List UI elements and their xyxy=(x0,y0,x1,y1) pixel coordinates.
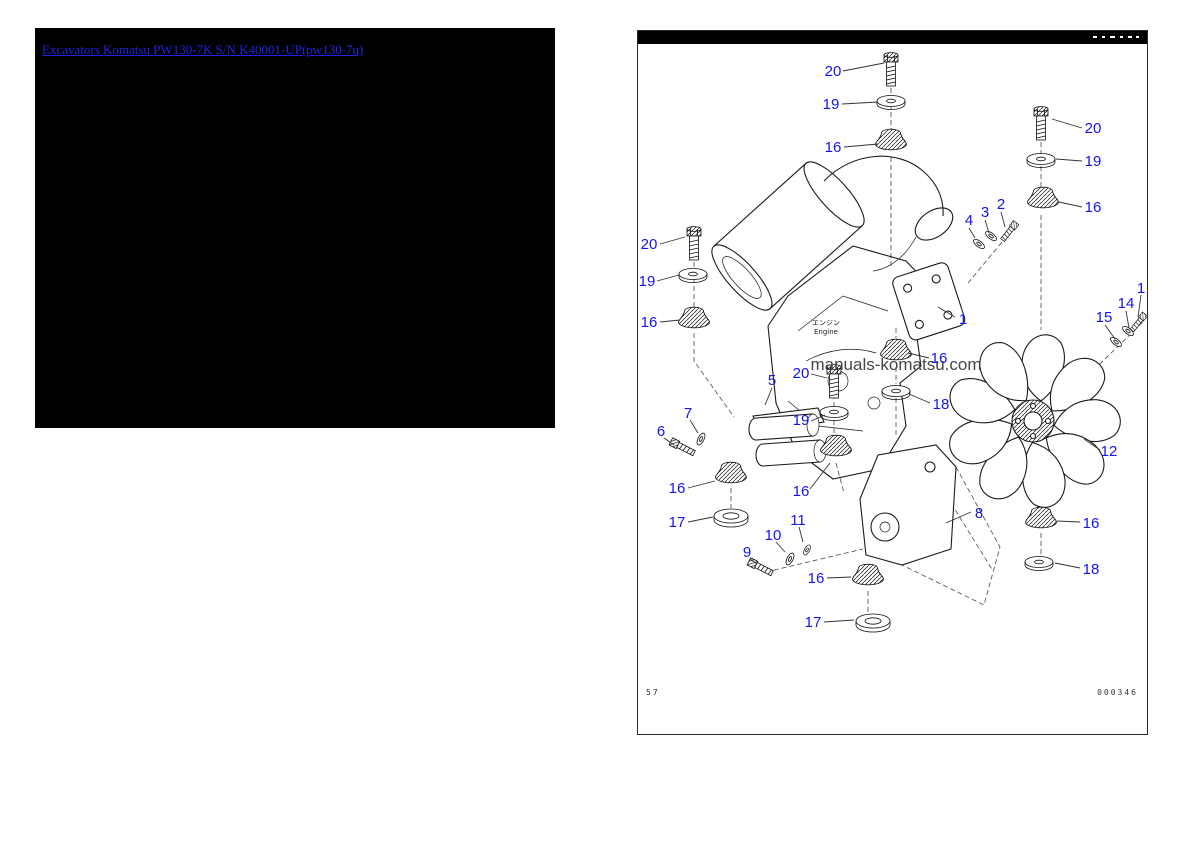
callout-16[interactable]: 16 xyxy=(825,139,842,156)
washer-part7 xyxy=(694,431,708,447)
callout-10[interactable]: 10 xyxy=(765,527,782,544)
callout-19[interactable]: 19 xyxy=(823,96,840,113)
parts-diagram-panel: エンジン Engine manuals-komatsu.com xyxy=(637,30,1148,735)
bolt-part6 xyxy=(668,437,697,458)
callout-6[interactable]: 6 xyxy=(657,423,665,440)
callout-18[interactable]: 18 xyxy=(933,396,950,413)
engine-label-en: Engine xyxy=(814,328,838,336)
washer-part3 xyxy=(983,229,999,243)
callout-18[interactable]: 18 xyxy=(1083,561,1100,578)
diagram-header-bar xyxy=(638,31,1147,44)
callout-1[interactable]: 1 xyxy=(959,311,967,328)
callout-20[interactable]: 20 xyxy=(825,63,842,80)
callout-14[interactable]: 14 xyxy=(1118,295,1135,312)
callout-16[interactable]: 16 xyxy=(1085,199,1102,216)
bolt-part2 xyxy=(999,220,1020,243)
mount-plate-part1 xyxy=(892,262,966,341)
washer-part4 xyxy=(971,237,987,251)
drawing-number: 000346 xyxy=(1097,688,1138,697)
callout-20[interactable]: 20 xyxy=(793,365,810,382)
bracket-part5 xyxy=(748,407,827,467)
callout-16[interactable]: 16 xyxy=(1083,515,1100,532)
callout-19[interactable]: 19 xyxy=(639,273,656,290)
callout-16[interactable]: 16 xyxy=(931,350,948,367)
callout-20[interactable]: 20 xyxy=(641,236,658,253)
bolt-part20 xyxy=(1033,106,1049,141)
washer-part18 xyxy=(1024,556,1054,571)
washer-part19 xyxy=(678,268,708,283)
ring-part17 xyxy=(713,508,749,528)
callout-19[interactable]: 19 xyxy=(1085,153,1102,170)
parts-diagram-svg: エンジン Engine manuals-komatsu.com xyxy=(638,31,1147,697)
part-number-callouts: 20 19 16 20 19 16 20 19 16 4 3 2 1 1 14 … xyxy=(639,63,1146,631)
bolt-part20 xyxy=(883,52,899,87)
callout-20[interactable]: 20 xyxy=(1085,120,1102,137)
rubber-mount-part16 xyxy=(820,434,852,457)
sheet-number: 57 xyxy=(646,688,660,697)
callout-16[interactable]: 16 xyxy=(669,480,686,497)
washer-part19 xyxy=(1026,153,1056,168)
assembly-center-lines xyxy=(693,88,1144,612)
callout-16[interactable]: 16 xyxy=(808,570,825,587)
rubber-mount-part16 xyxy=(1025,506,1057,529)
washer-part10 xyxy=(783,551,797,567)
rubber-mount-part16 xyxy=(875,128,907,151)
rubber-mount-part16 xyxy=(715,461,747,484)
callout-15[interactable]: 15 xyxy=(1096,309,1113,326)
rubber-mount-part16 xyxy=(1027,186,1059,209)
engine-line-art xyxy=(711,155,1121,566)
rubber-mount-part16 xyxy=(678,306,710,329)
callout-17[interactable]: 17 xyxy=(669,514,686,531)
callout-12[interactable]: 12 xyxy=(1101,443,1118,460)
callout-1[interactable]: 1 xyxy=(1137,280,1145,297)
callout-8[interactable]: 8 xyxy=(975,505,983,522)
washer-part15 xyxy=(1108,335,1124,349)
bracket-part8 xyxy=(859,444,957,566)
left-black-panel: Excavators Komatsu PW130-7K S/N K40001-U… xyxy=(35,28,555,428)
manual-title-link[interactable]: Excavators Komatsu PW130-7K S/N K40001-U… xyxy=(42,42,364,57)
callout-16[interactable]: 16 xyxy=(641,314,658,331)
callout-16[interactable]: 16 xyxy=(793,483,810,500)
callout-17[interactable]: 17 xyxy=(805,614,822,631)
callout-11[interactable]: 11 xyxy=(790,512,806,529)
callout-2[interactable]: 2 xyxy=(997,196,1005,213)
muffler-cylinder xyxy=(711,161,865,311)
callout-19[interactable]: 19 xyxy=(793,412,810,429)
cooling-fan xyxy=(949,334,1121,508)
callout-9[interactable]: 9 xyxy=(743,544,751,561)
intake-pipe xyxy=(823,155,954,272)
callout-3[interactable]: 3 xyxy=(981,204,989,221)
engine-label-jp: エンジン xyxy=(812,319,840,327)
callout-5[interactable]: 5 xyxy=(768,372,776,389)
header-bar-ticks xyxy=(1093,36,1139,38)
rubber-mount-part16 xyxy=(852,563,884,586)
watermark-text: manuals-komatsu.com xyxy=(810,355,981,374)
callout-4[interactable]: 4 xyxy=(965,212,973,229)
callout-leader-lines xyxy=(656,62,1142,623)
bolt-part20 xyxy=(686,226,702,261)
washer-part18 xyxy=(881,385,911,400)
callout-7[interactable]: 7 xyxy=(684,405,692,422)
nut-part11 xyxy=(801,543,813,557)
ring-part17 xyxy=(855,613,891,633)
washer-part19 xyxy=(819,406,849,421)
